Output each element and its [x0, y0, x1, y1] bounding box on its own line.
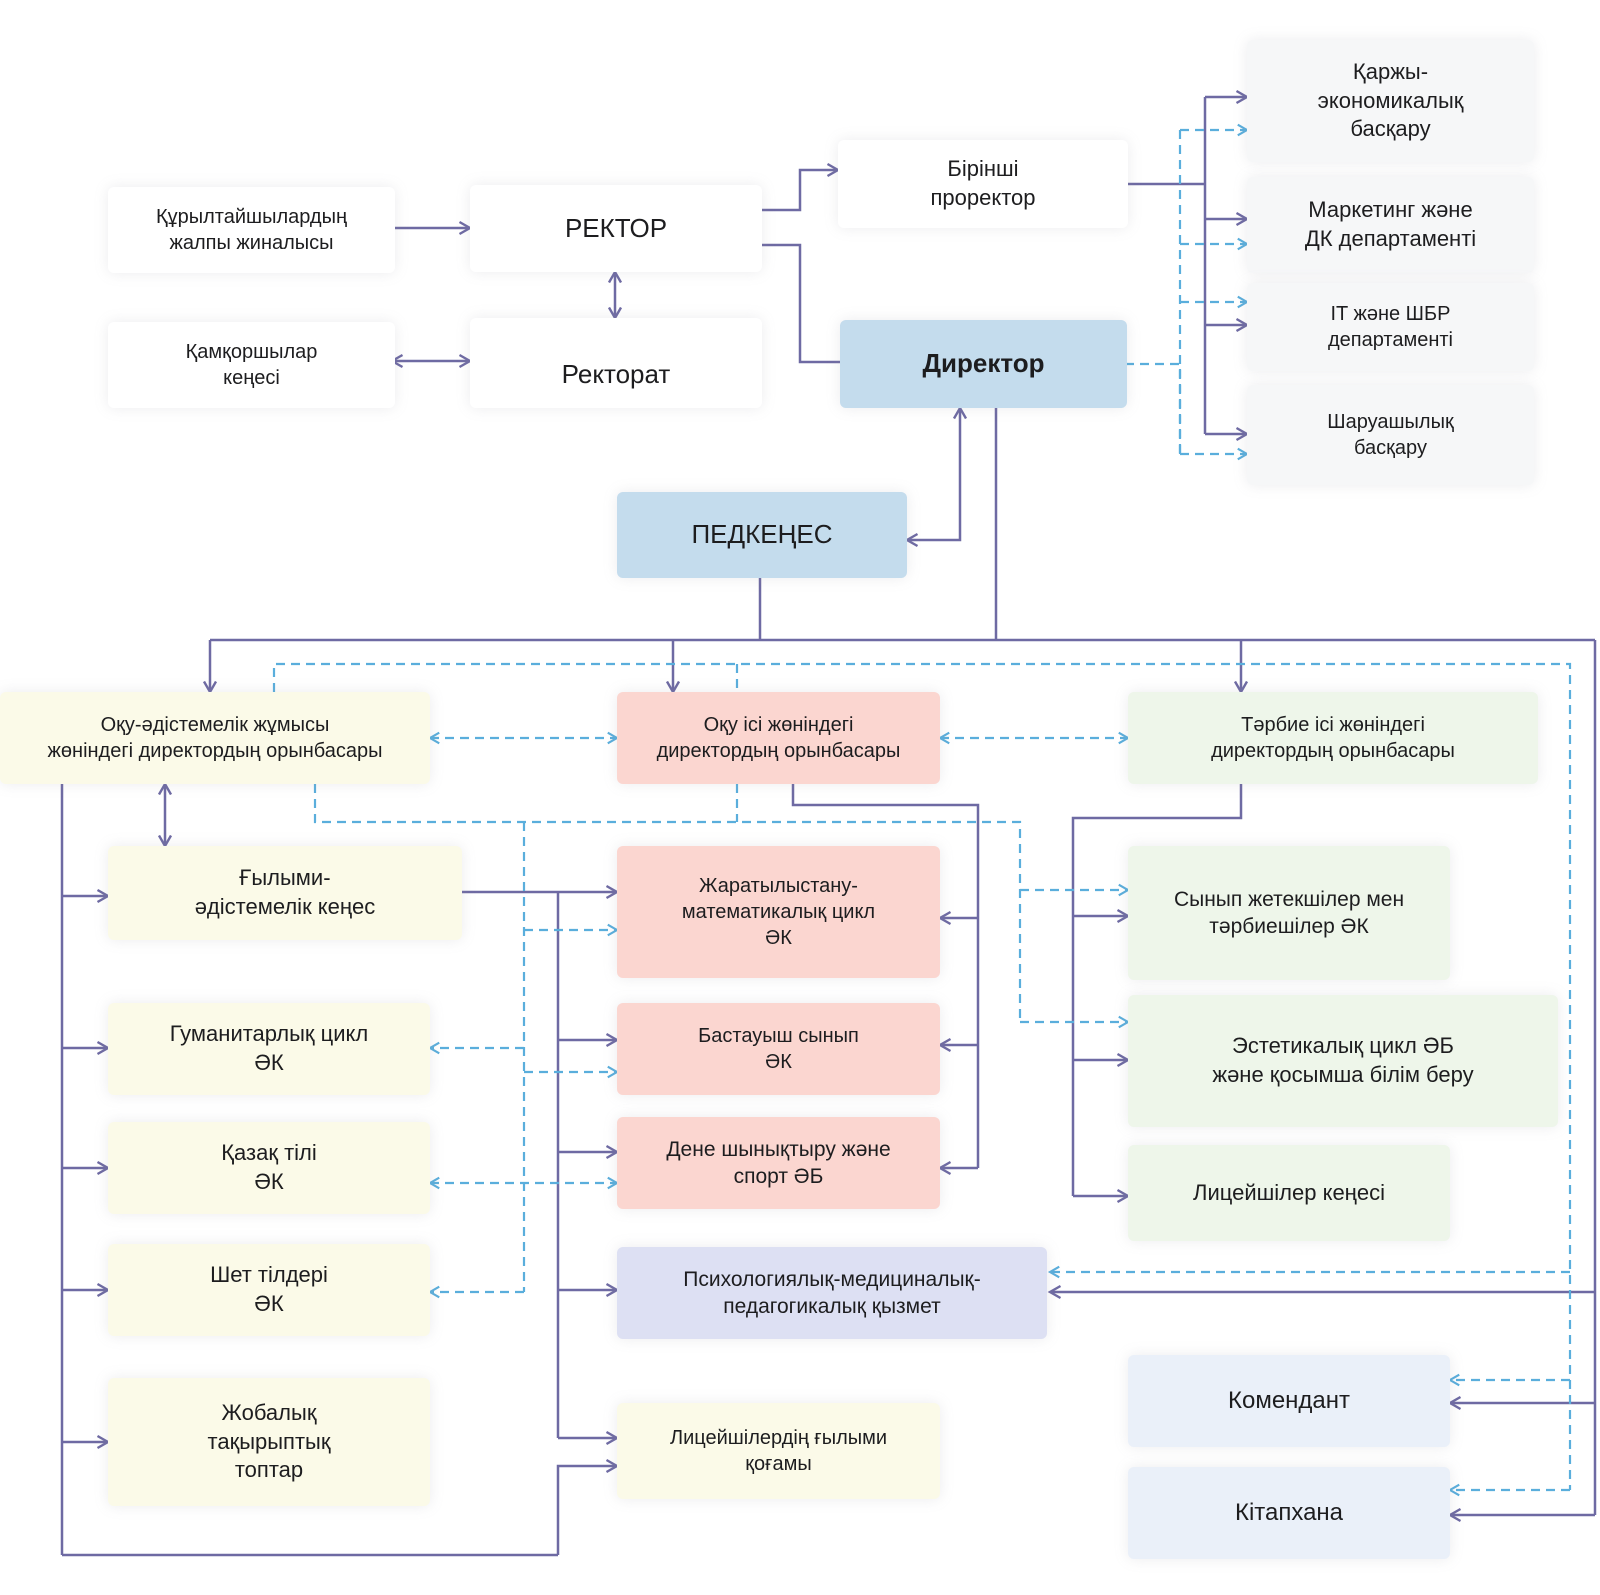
household-department-label: Шаруашылық басқару — [1327, 411, 1454, 459]
household-department-node: Шаруашылық басқару — [1247, 385, 1534, 485]
lyceum-scientific-society-label: Лицейшілердің ғылыми қоғамы — [669, 1427, 888, 1475]
primary-classes-label: Бастауыш сынып ӘК — [698, 1025, 859, 1073]
deputy-methodical-node: Оқу-әдістемелік жұмысы жөніндегі директо… — [0, 692, 430, 784]
aesthetic-cycle-node: Эстетикалық цикл ӘБ және қосымша білім б… — [1128, 995, 1558, 1127]
pedkenes-node: ПЕДКЕҢЕС — [617, 492, 907, 578]
marketing-department-node: Маркетинг және ДК департаменті — [1247, 177, 1534, 273]
pe-sport-node: Дене шынықтыру және спорт ӘБ — [617, 1117, 940, 1209]
lyceum-council-node: Лицейшілер кеңесі — [1128, 1145, 1450, 1241]
rector-node: РЕКТОР — [470, 185, 762, 272]
psych-med-service-node: Психологиялық-медициналық- педагогикалық… — [617, 1247, 1047, 1339]
natural-math-cycle-label: Жаратылыстану- математикалық цикл ӘК — [681, 875, 876, 949]
rectorate-node: Ректорат — [470, 318, 762, 408]
finance-department-node: Қаржы- экономикалық басқару — [1247, 40, 1534, 162]
first-prorector-label: Бірінші проректор — [930, 156, 1036, 210]
humanities-cycle-node: Гуманитарлық цикл ӘК — [108, 1003, 430, 1095]
lyceum-council-label: Лицейшілер кеңесі — [1193, 1179, 1385, 1205]
director-label: Директор — [922, 348, 1045, 379]
lyceum-scientific-society-node: Лицейшілердің ғылыми қоғамы — [617, 1403, 940, 1499]
marketing-department-label: Маркетинг және ДК департаменті — [1304, 197, 1477, 251]
project-groups-node: Жобалық тақырыптық топтар — [108, 1378, 430, 1506]
it-department-label: IT және ШБР департаменті — [1327, 303, 1453, 351]
class-teachers-label: Сынып жетекшілер мен тәрбиешілер ӘК — [1173, 887, 1405, 938]
class-teachers-node: Сынып жетекшілер мен тәрбиешілер ӘК — [1128, 846, 1450, 980]
foreign-languages-node: Шет тілдері ӘК — [108, 1244, 430, 1336]
trustees-council-label: Қамқоршылар кеңесі — [185, 341, 318, 389]
director-node: Директор — [840, 320, 1127, 408]
rector-label: РЕКТОР — [564, 212, 668, 243]
scientific-methodical-council-node: Ғылыми- әдістемелік кеңес — [108, 846, 462, 940]
humanities-cycle-label: Гуманитарлық цикл ӘК — [169, 1021, 369, 1075]
scientific-methodical-council-label: Ғылыми- әдістемелік кеңес — [194, 865, 376, 919]
pedkenes-label: ПЕДКЕҢЕС — [691, 519, 833, 550]
aesthetic-cycle-label: Эстетикалық цикл ӘБ және қосымша білім б… — [1212, 1033, 1474, 1087]
it-department-node: IT және ШБР департаменті — [1247, 283, 1534, 371]
deputy-upbringing-label: Тәрбие ісі жөніндегі директордың орынбас… — [1211, 714, 1455, 762]
deputy-academic-node: Оқу ісі жөніндегі директордың орынбасары — [617, 692, 940, 784]
commandant-label: Комендант — [1227, 1387, 1351, 1415]
foreign-languages-label: Шет тілдері ӘК — [210, 1262, 328, 1316]
pe-sport-label: Дене шынықтыру және спорт ӘБ — [666, 1137, 891, 1188]
finance-department-label: Қаржы- экономикалық басқару — [1317, 59, 1464, 142]
natural-math-cycle-node: Жаратылыстану- математикалық цикл ӘК — [617, 846, 940, 978]
deputy-upbringing-node: Тәрбие ісі жөніндегі директордың орынбас… — [1128, 692, 1538, 784]
project-groups-label: Жобалық тақырыптық топтар — [207, 1400, 331, 1483]
psych-med-service-label: Психологиялық-медициналық- педагогикалық… — [683, 1267, 981, 1318]
library-node: Кітапхана — [1128, 1467, 1450, 1559]
first-prorector-node: Бірінші проректор — [838, 140, 1128, 228]
founders-assembly-node: Құрылтайшылардың жалпы жиналысы — [108, 187, 395, 273]
rectorate-label: Ректорат — [561, 359, 671, 390]
deputy-methodical-label: Оқу-әдістемелік жұмысы жөніндегі директо… — [47, 714, 383, 762]
deputy-academic-label: Оқу ісі жөніндегі директордың орынбасары — [656, 714, 901, 762]
library-label: Кітапхана — [1234, 1499, 1344, 1527]
primary-classes-node: Бастауыш сынып ӘК — [617, 1003, 940, 1095]
commandant-node: Комендант — [1128, 1355, 1450, 1447]
kazakh-language-label: Қазақ тілі ӘК — [221, 1140, 317, 1194]
trustees-council-node: Қамқоршылар кеңесі — [108, 322, 395, 408]
kazakh-language-node: Қазақ тілі ӘК — [108, 1122, 430, 1214]
founders-assembly-label: Құрылтайшылардың жалпы жиналысы — [155, 206, 347, 254]
